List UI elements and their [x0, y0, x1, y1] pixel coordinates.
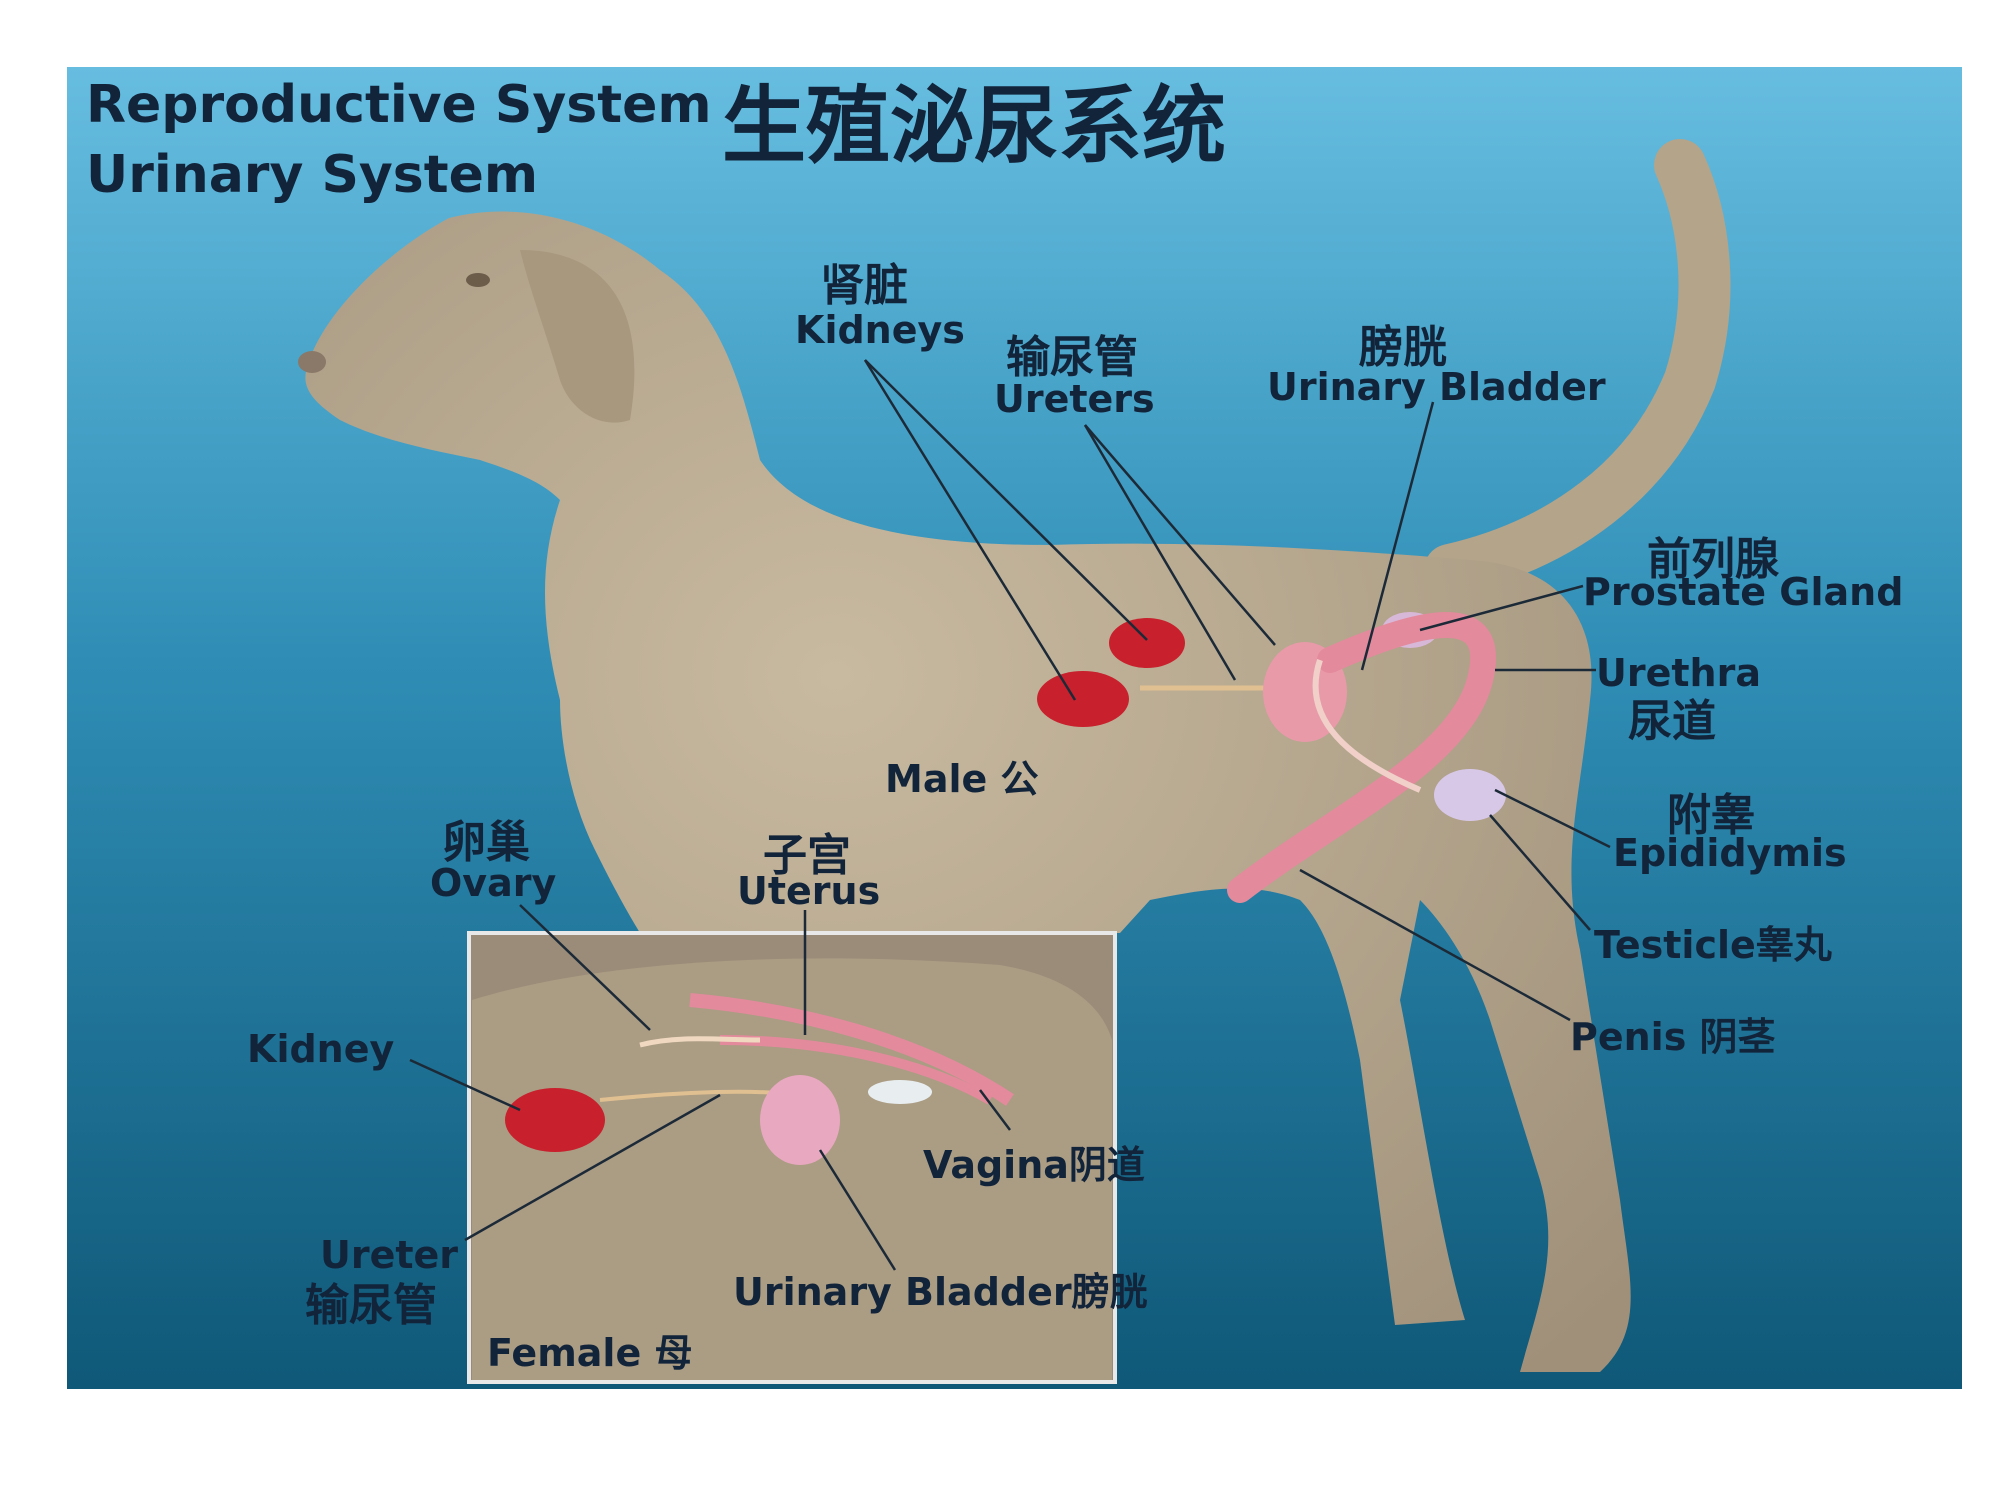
female-bladder	[760, 1075, 840, 1165]
dog-eye	[466, 273, 490, 287]
dog-ear	[520, 250, 635, 423]
label-male: Male 公	[885, 757, 1039, 801]
label-ureter-zh: 输尿管	[305, 1280, 437, 1331]
label-female-bladder: Urinary Bladder膀胱	[733, 1270, 1148, 1314]
label-urethra-zh: 尿道	[1628, 696, 1716, 747]
label-ureters-zh: 输尿管	[1006, 332, 1138, 383]
label-kidney: Kidney	[247, 1027, 394, 1071]
label-ureter: Ureter	[320, 1233, 458, 1277]
dog-nose	[298, 351, 326, 373]
label-prostate-zh: 前列腺	[1647, 534, 1780, 585]
title-reproductive: Reproductive System	[86, 75, 712, 135]
label-female: Female 母	[487, 1331, 692, 1375]
label-uterus-zh: 子宫	[763, 830, 851, 881]
label-bladder: Urinary Bladder	[1267, 365, 1606, 409]
urethra-penis	[1227, 612, 1497, 903]
label-uterus: Uterus	[737, 869, 880, 913]
label-ureters: Ureters	[994, 377, 1155, 421]
leader-lines	[409, 359, 1611, 1271]
label-epididymis: Epididymis	[1613, 831, 1847, 875]
label-testicle: Testicle睾丸	[1594, 923, 1832, 967]
label-kidneys: Kidneys	[795, 308, 965, 352]
dog-illustration	[298, 139, 1731, 1373]
title-chinese: 生殖泌尿系统	[722, 76, 1226, 175]
dog-tail	[1424, 139, 1731, 596]
label-bladder-zh: 膀胱	[1358, 322, 1447, 373]
testicle	[1434, 769, 1506, 821]
label-epididymis-zh: 附睾	[1667, 790, 1755, 841]
male-organs	[1037, 612, 1506, 903]
female-inset	[467, 931, 1117, 1384]
label-penis: Penis 阴茎	[1570, 1015, 1776, 1059]
dog-body	[305, 211, 1631, 1373]
female-kidney	[505, 1088, 605, 1152]
label-ovary-zh: 卵巢	[442, 817, 530, 868]
kidney-lower	[1037, 671, 1129, 727]
kidney-upper	[1109, 618, 1185, 668]
label-urethra: Urethra	[1596, 651, 1761, 695]
label-ovary: Ovary	[430, 861, 556, 905]
title-urinary: Urinary System	[86, 145, 538, 205]
label-prostate: Prostate Gland	[1583, 570, 1903, 614]
label-kidneys-zh: 肾脏	[820, 260, 908, 311]
label-vagina: Vagina阴道	[923, 1143, 1145, 1187]
